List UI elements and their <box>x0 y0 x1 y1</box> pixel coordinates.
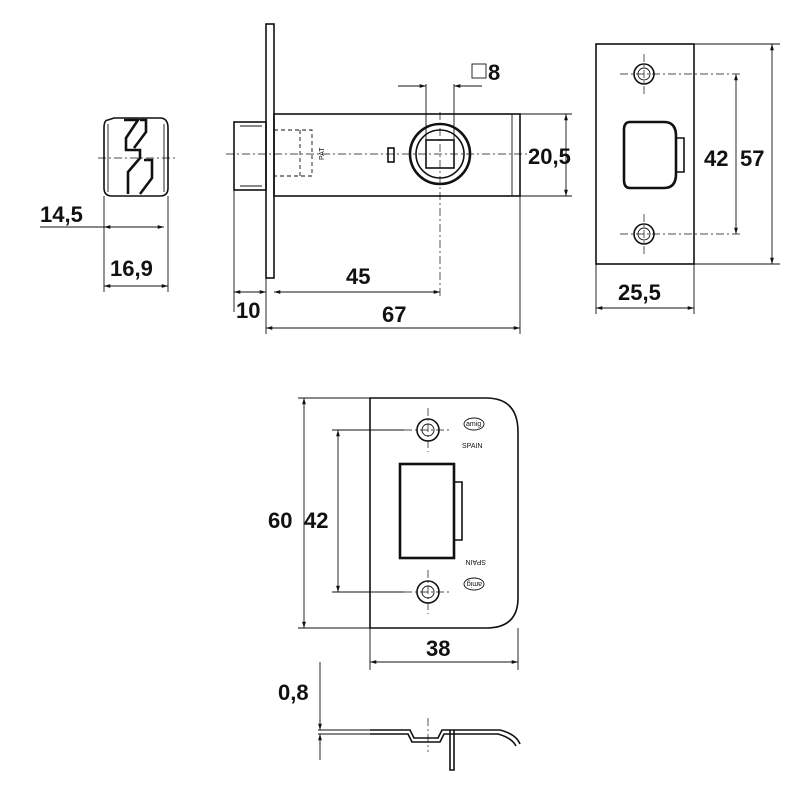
dim-45: 45 <box>346 264 370 289</box>
brand-text-bottom: amig <box>467 580 482 587</box>
dim-57: 57 <box>740 146 764 171</box>
brand-logo-top: amig SPAIN <box>462 417 485 450</box>
latch-width-dimensions: 14,5 16,9 <box>40 196 169 292</box>
dim-20-5: 20,5 <box>528 144 571 169</box>
dim-42-faceplate: 42 <box>704 146 728 171</box>
brand-text-top: amig <box>466 421 481 428</box>
latch-side-view: PAT <box>226 23 530 296</box>
dim-42-strike: 42 <box>304 508 328 533</box>
dim-60: 60 <box>268 508 292 533</box>
country-text-top: SPAIN <box>462 443 483 450</box>
latch-side-dimensions: 8 20,5 45 10 67 <box>233 60 572 334</box>
dim-10: 10 <box>236 298 260 323</box>
latch-end-view <box>98 117 176 197</box>
pat-label: PAT <box>319 147 326 160</box>
faceplate-dimensions: 42 57 25,5 <box>595 43 780 314</box>
strike-plate-view: amig SPAIN amig SPAIN <box>369 397 519 629</box>
dim-38: 38 <box>426 636 450 661</box>
dim-67: 67 <box>382 302 406 327</box>
country-text-bottom: SPAIN <box>466 558 487 565</box>
dim-8: 8 <box>488 60 500 85</box>
dim-0-8: 0,8 <box>278 680 309 705</box>
faceplate-front-view <box>595 43 740 265</box>
brand-logo-bottom: amig SPAIN <box>463 558 487 591</box>
strike-plate-profile <box>370 718 521 771</box>
dim-14-5: 14,5 <box>40 202 83 227</box>
dim-16-9: 16,9 <box>110 256 153 281</box>
strike-plate-dimensions: 60 42 38 <box>268 397 519 670</box>
thickness-dimension: 0,8 <box>278 662 370 760</box>
dim-25-5: 25,5 <box>618 280 661 305</box>
square-symbol-icon <box>471 63 487 79</box>
